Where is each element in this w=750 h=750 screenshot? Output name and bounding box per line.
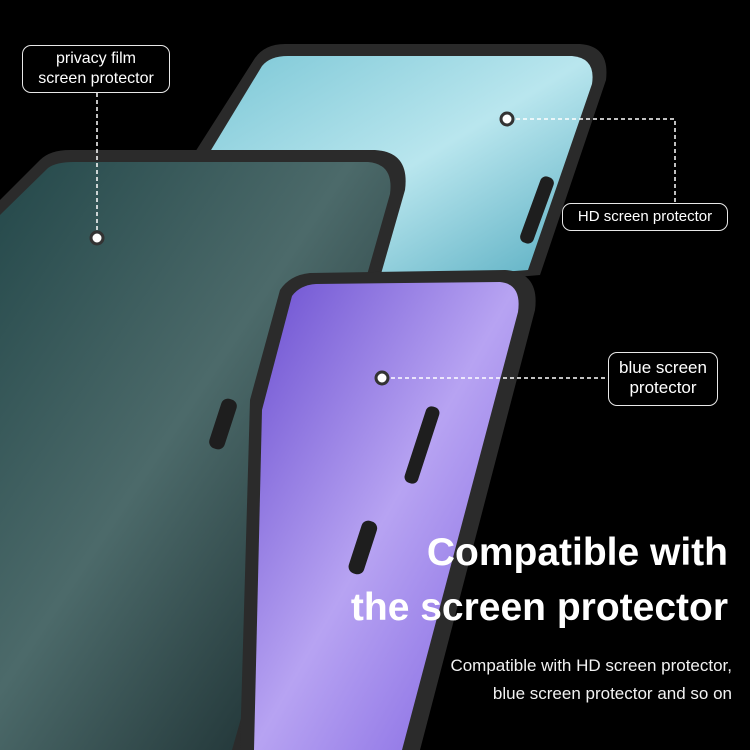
- label-line: privacy film: [55, 50, 136, 67]
- volume-button: [520, 176, 554, 244]
- callout-lines: [96, 93, 676, 379]
- headline: Compatible with the screen protector: [351, 525, 728, 635]
- label-line: blue screen: [619, 358, 707, 377]
- blue-phone: [240, 270, 536, 750]
- label-line: HD screen protector: [577, 208, 713, 225]
- subtext-line: Compatible with HD screen protector,: [450, 656, 732, 675]
- privacy-film-label: privacy film screen protector: [22, 45, 170, 93]
- power-button: [209, 398, 237, 450]
- subtext-line: blue screen protector and so on: [492, 684, 732, 703]
- volume-button: [404, 406, 440, 484]
- callout-dots: [89, 111, 515, 386]
- hd-screen-protector-label: HD screen protector: [562, 203, 728, 231]
- label-line: protector: [629, 378, 697, 397]
- headline-line: Compatible with: [426, 531, 728, 574]
- blue-screen-protector-label: blue screen protector: [608, 352, 718, 406]
- headline-line: the screen protector: [350, 586, 728, 629]
- subtext: Compatible with HD screen protector, blu…: [450, 652, 732, 708]
- label-line: screen protector: [38, 70, 154, 87]
- power-button: [348, 520, 378, 575]
